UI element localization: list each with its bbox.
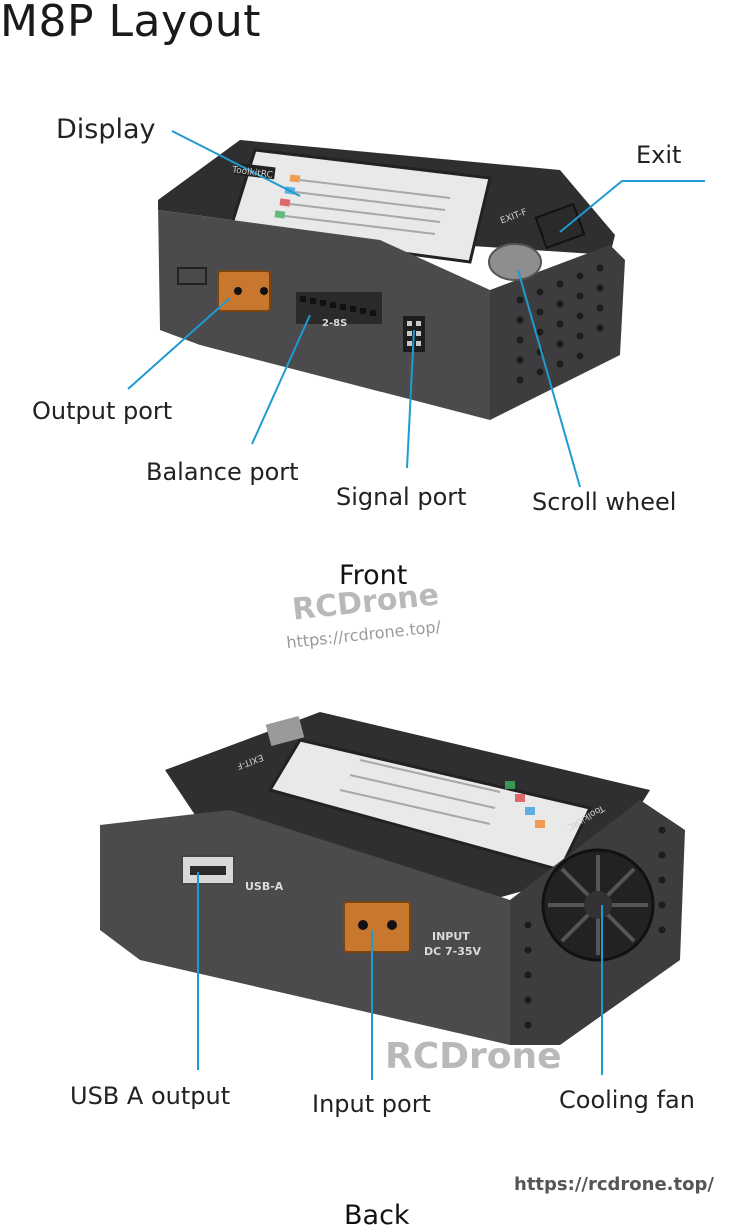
page-title: M8P Layout [0, 0, 262, 47]
balance-port-label: Balance port [146, 458, 299, 486]
display-label: Display [56, 114, 156, 145]
back-section-label: Back [344, 1200, 410, 1231]
usb-output-label: USB A output [70, 1082, 231, 1110]
output-port [217, 270, 271, 312]
usb-marking: USB-A [245, 880, 284, 893]
watermark-brand-back: RCDrone [385, 1036, 562, 1077]
scroll-wheel-callout-line [517, 269, 581, 488]
balance-port [296, 292, 382, 324]
exit-label: Exit [636, 141, 682, 169]
cooling-fan-label: Cooling fan [559, 1086, 695, 1114]
front-section-label: Front [339, 560, 408, 591]
signal-port-callout-line [406, 329, 415, 469]
exit-callout-line [559, 180, 705, 233]
output-port-callout-line [127, 297, 231, 390]
input-port-label: Input port [312, 1090, 431, 1118]
balance-marking: 2-8S [322, 318, 348, 329]
exit-button [534, 202, 586, 250]
balance-port-callout-line [251, 314, 311, 445]
output-port-label: Output port [32, 397, 173, 425]
input-port [343, 901, 411, 953]
signal-port-label: Signal port [336, 483, 467, 511]
input-marking-2: DC 7-35V [424, 945, 482, 958]
watermark-url-back: https://rcdrone.top/ [514, 1174, 714, 1195]
input-marking-1: INPUT [432, 930, 470, 943]
display-callout-line [171, 130, 301, 197]
front-device-illustration [127, 130, 705, 488]
scroll-wheel [488, 243, 542, 281]
scroll-wheel-label: Scroll wheel [532, 488, 677, 516]
